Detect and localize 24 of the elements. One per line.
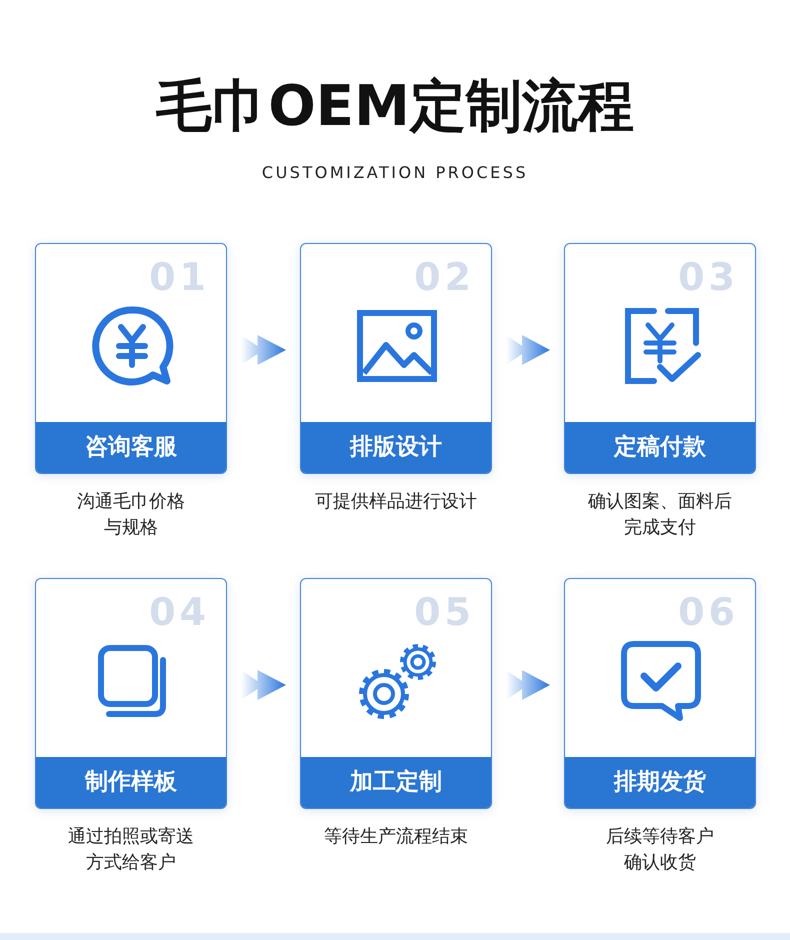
step-card [35, 243, 227, 474]
subtitle: CUSTOMIZATION PROCESS [260, 163, 530, 182]
chevron-arrow [241, 670, 286, 700]
step-description: 等待生产流程结束 [324, 825, 468, 849]
step-title-band: 咨询客服 [36, 422, 226, 473]
step-card [564, 578, 756, 809]
step-card [300, 578, 492, 809]
title: 毛巾OEM定制流程 [154, 73, 635, 141]
step-description: 确认图案、面料后完成支付 [587, 490, 733, 540]
chevron-arrow [506, 335, 550, 365]
step-description: 通过拍照或寄送方式给客户 [67, 825, 195, 875]
step-title-band: 定稿付款 [565, 422, 755, 473]
step-card [35, 578, 227, 809]
step-title-band: 排版设计 [301, 422, 491, 473]
step-description: 可提供样品进行设计 [315, 490, 477, 514]
step-description: 后续等待客户确认收货 [605, 825, 715, 875]
step-description: 沟通毛巾价格与规格 [76, 490, 186, 540]
step-title-band: 加工定制 [301, 757, 491, 808]
chevron-arrow [241, 335, 286, 365]
step-title-band: 制作样板 [36, 757, 226, 808]
step-card [300, 243, 492, 474]
step-title-band: 排期发货 [565, 757, 755, 808]
step-card [564, 243, 756, 474]
chevron-arrow [506, 670, 550, 700]
